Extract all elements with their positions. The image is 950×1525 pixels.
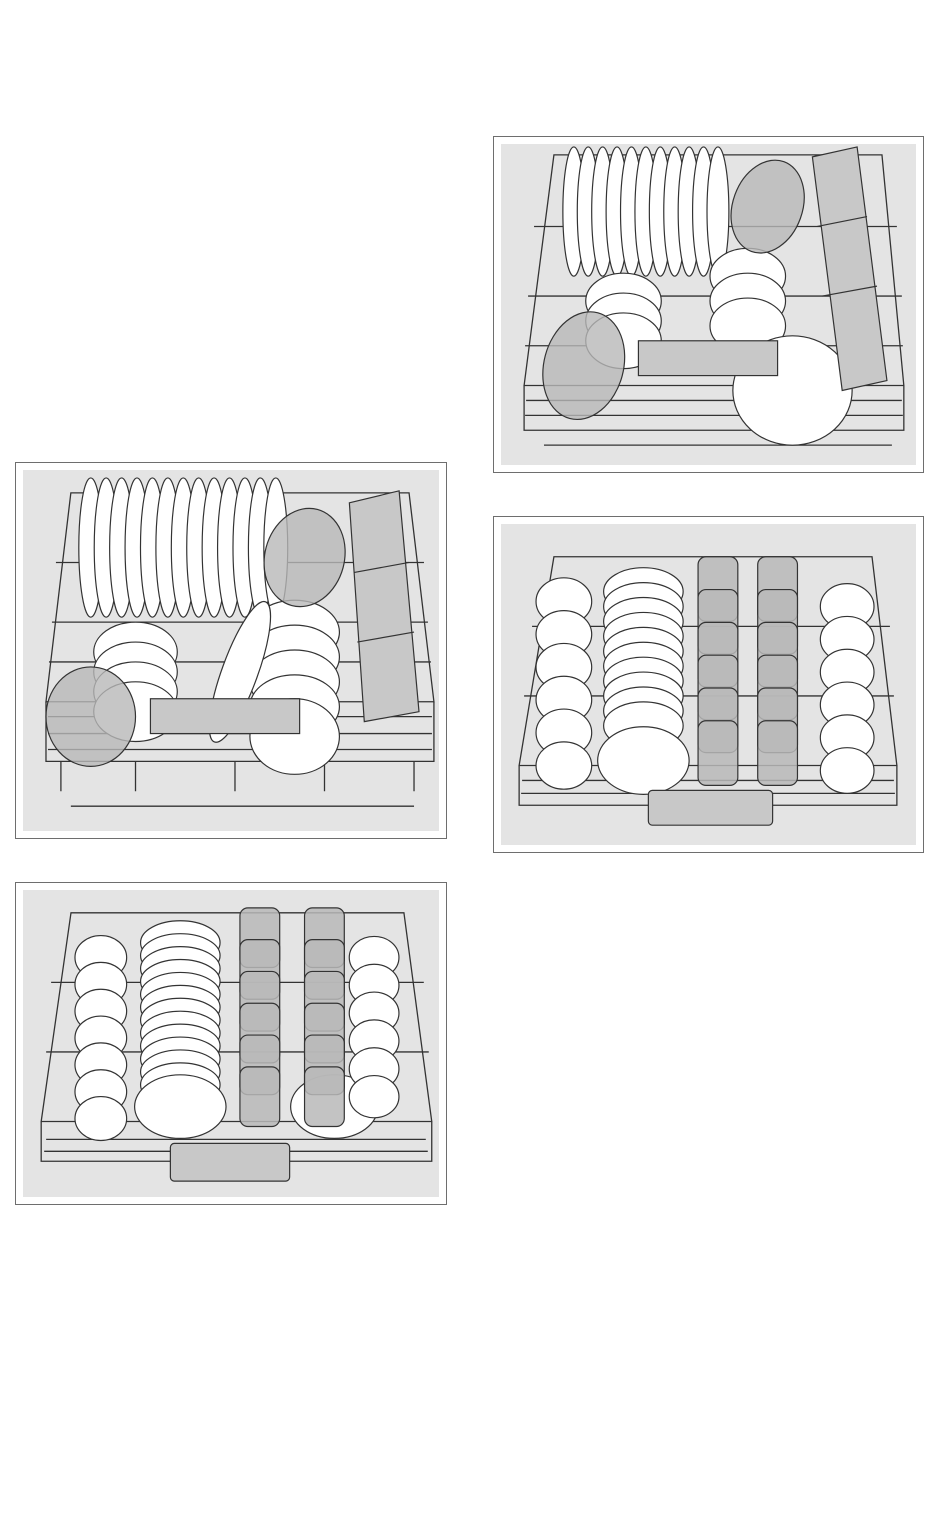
rack-handle [648,790,772,825]
upper-rack-illustration [494,517,923,852]
glass-columns [698,557,797,786]
figure-upper-rack-right [493,516,924,853]
cup [820,748,874,794]
plate-row [563,147,729,276]
glass [305,1067,345,1127]
cup-column-right [820,584,874,794]
glass-bowl-back [719,150,817,263]
glass [240,1067,280,1127]
lower-rack-illustration [16,463,446,838]
saucer [598,727,689,795]
cup [536,742,592,789]
cup-column-right [349,936,399,1117]
glass [698,721,738,786]
glass-bowl-front [46,667,136,766]
tray-item [150,699,299,734]
tray-item [638,341,777,376]
cup [75,1097,127,1141]
cup [349,1076,399,1118]
cup-column-left [536,578,592,789]
glass-columns [240,908,344,1127]
glass [758,721,798,786]
figure-upper-rack-left [15,882,447,1205]
cutlery-basket [349,491,419,722]
upper-rack-illustration [16,883,446,1204]
figure-lower-rack-left [15,462,447,839]
saucer-stack [598,568,689,795]
cup-column-left [75,936,127,1141]
lower-rack-illustration [494,137,923,472]
figure-lower-rack-right [493,136,924,473]
rack-handle [170,1143,289,1181]
saucer [135,1075,226,1139]
plate-row [79,478,288,617]
